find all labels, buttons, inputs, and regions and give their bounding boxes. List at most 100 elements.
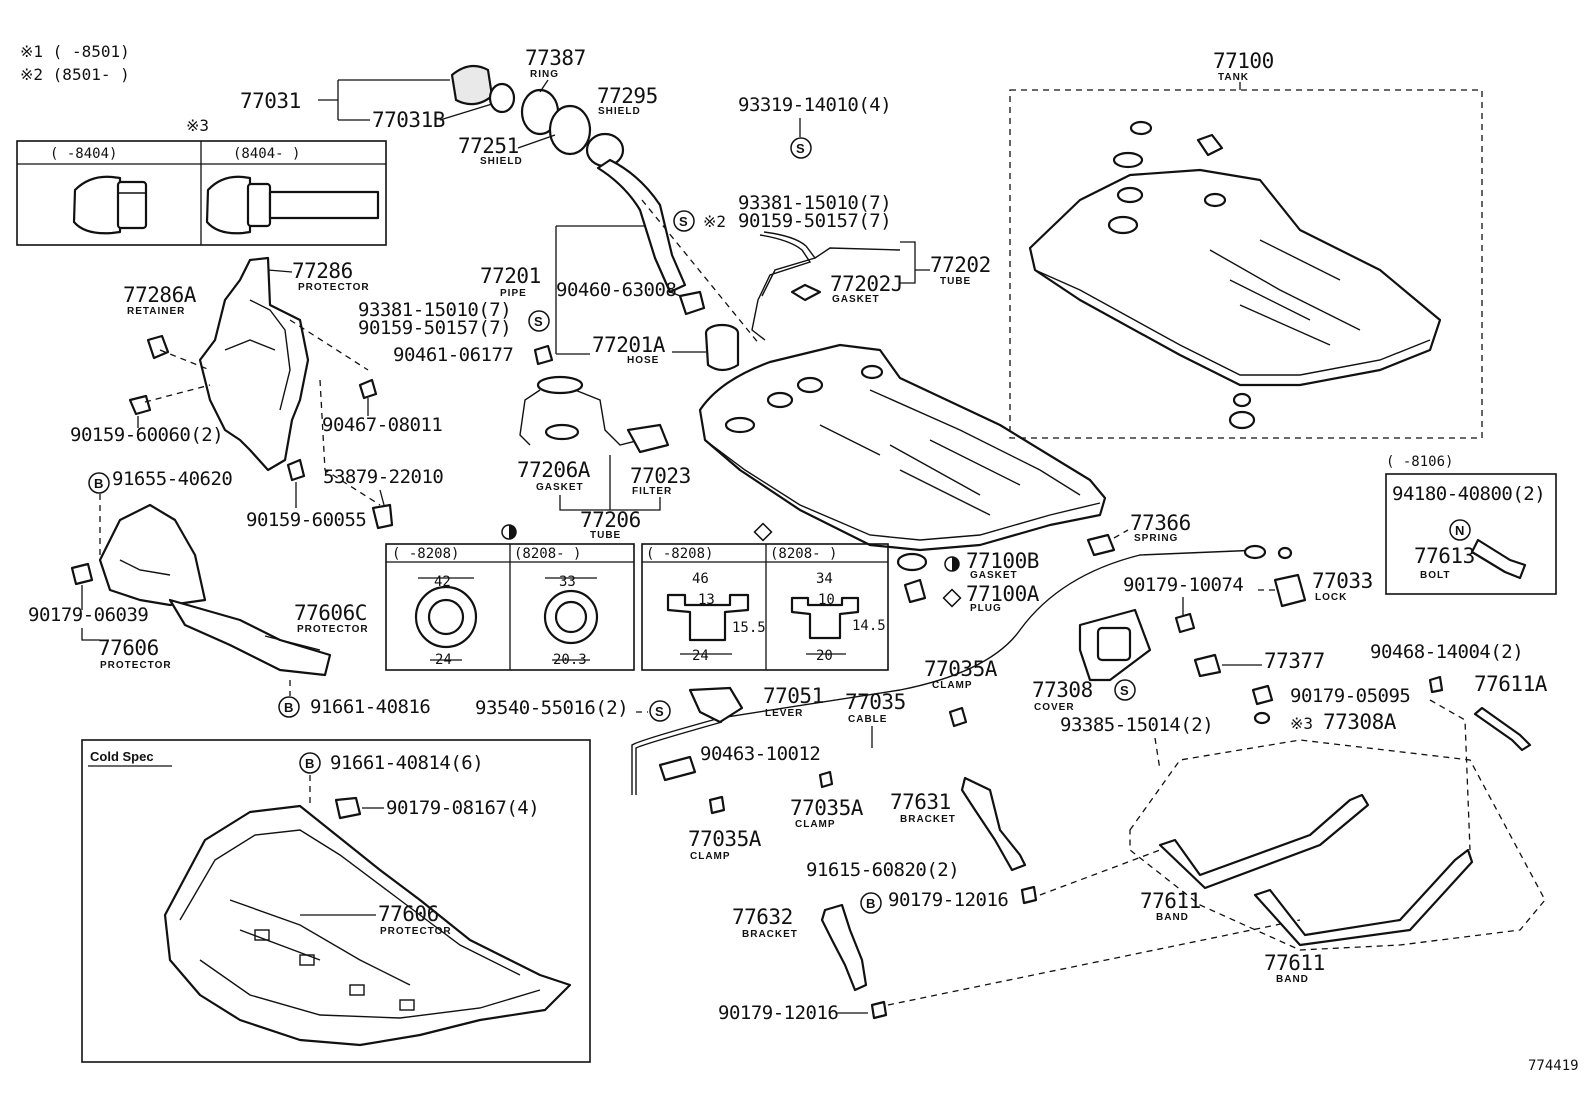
clip-90460: [678, 290, 706, 316]
dim-d-mid: 10: [818, 592, 835, 608]
retainer-77286a: [146, 334, 170, 360]
symbol-s-4: [1114, 679, 1136, 701]
protector-77606: [98, 503, 207, 607]
label-77206a-sub: GASKET: [536, 482, 584, 493]
label-77035a-1-sub: CLAMP: [932, 680, 973, 691]
filler-pipe-77201: [585, 132, 687, 294]
cold-spec-protector: [163, 804, 572, 1047]
label-77201: 77201: [480, 264, 541, 288]
symbol-s-2-text: S: [534, 314, 543, 329]
label-77033: 77033: [1312, 569, 1373, 593]
label-77286: 77286: [292, 259, 353, 283]
part-77377: [1193, 653, 1222, 678]
label-77286a-sub: RETAINER: [127, 306, 185, 317]
symbol-s-3-text: S: [796, 141, 805, 156]
inset-8106-header: ( -8106): [1386, 454, 1453, 470]
bushing-header-4: (8208- ): [770, 546, 837, 562]
part-77308a: [1253, 711, 1271, 725]
label-90159d: 90159-60055: [246, 509, 366, 531]
label-93381a: 93381-15010(7): [738, 192, 891, 214]
dim-c-mid: 13: [698, 592, 715, 608]
label-77206a: 77206A: [517, 458, 591, 482]
label-77023-sub: FILTER: [632, 486, 672, 497]
clamp-77035a-1: [948, 706, 968, 728]
label-77366: 77366: [1130, 511, 1191, 535]
label-77100: 77100: [1213, 49, 1274, 73]
label-77387: 77387: [525, 46, 586, 70]
symbol-s-1: [673, 210, 695, 232]
band-77611-b: [1253, 848, 1474, 947]
symbol-s-5: [649, 700, 671, 722]
label-77251-sub: SHIELD: [480, 156, 523, 167]
screw-90159-60060: [128, 394, 152, 416]
bushing-header-1: ( -8208): [392, 546, 459, 562]
label-77611-a-sub: BAND: [1156, 912, 1189, 923]
clip-90463: [658, 755, 697, 782]
dim-c-outer: 46: [692, 571, 709, 587]
label-91655: 91655-40620: [112, 468, 232, 490]
hose-77201a: [704, 323, 740, 372]
gasket-77202j: [790, 283, 822, 302]
symbol-b-2: [278, 696, 300, 718]
label-77201a-sub: HOSE: [627, 355, 659, 366]
inset-x3-col1: ( -8404): [50, 146, 117, 162]
dim-d-height: 14.5: [852, 618, 886, 634]
label-77023: 77023: [630, 464, 691, 488]
inset-x3-table: ( -8404) (8404- ): [16, 140, 387, 246]
bumper-icon-old: [72, 175, 148, 235]
bolt-90179-10074: [1174, 612, 1196, 634]
inset-x3-col2: (8404- ): [233, 146, 300, 162]
cold-spec-box: [81, 739, 591, 1063]
bolt-77611a: [1473, 706, 1532, 752]
figure-number: 774419: [1528, 1058, 1579, 1074]
label-90179e: 90179-12016: [718, 1002, 838, 1024]
inset-8106-sym: N: [1455, 523, 1464, 538]
spring-77366: [1086, 533, 1116, 557]
clip-53879: [371, 503, 394, 530]
clamp-90461: [533, 344, 554, 366]
bushing-header-3: ( -8208): [646, 546, 713, 562]
clamp-77035a-2: [708, 795, 726, 815]
label-77051: 77051: [763, 684, 824, 708]
label-77606: 77606: [98, 636, 159, 660]
label-77308: 77308: [1032, 678, 1093, 702]
bracket-77632: [820, 903, 868, 992]
fuel-tank-77100: [1028, 120, 1442, 430]
bolt-90179-08167: [334, 796, 362, 820]
label-77206-sub: TUBE: [590, 530, 621, 541]
label-77206: 77206: [580, 508, 641, 532]
lever-77051: [688, 686, 744, 724]
label-90179d: 90179-12016: [888, 889, 1008, 911]
label-77100a: 77100A: [966, 582, 1040, 606]
symbol-s-1-text: S: [679, 214, 688, 229]
symbol-s-5-text: S: [655, 704, 664, 719]
symbol-diamond: [753, 522, 773, 542]
label-77611-b-sub: BAND: [1276, 974, 1309, 985]
bolt-90179-05095: [1251, 684, 1274, 706]
label-77033-sub: LOCK: [1315, 592, 1347, 603]
label-77031: 77031: [240, 89, 301, 113]
cold-spec-p1: 91661-40814(6): [330, 752, 483, 774]
symbol-s-4-text: S: [1120, 683, 1129, 698]
label-90463: 90463-10012: [700, 743, 820, 765]
breather-tube-77202: [751, 231, 901, 341]
label-77611-b: 77611: [1264, 951, 1325, 975]
plug-77100a: [903, 578, 927, 604]
label-77632-sub: BRACKET: [742, 929, 798, 940]
symbol-b-1: [88, 472, 110, 494]
clip-90468: [1428, 675, 1444, 694]
symbol-b-3-text: B: [305, 756, 314, 771]
label-77202j-sub: GASKET: [832, 294, 880, 305]
filter-77023: [626, 423, 670, 454]
symbol-diamond-2: [942, 588, 962, 608]
label-77035a-2-sub: CLAMP: [690, 851, 731, 862]
symbol-b-2-text: B: [284, 700, 293, 715]
note-2: ※2 (8501- ): [20, 65, 130, 84]
inset-x3-mark: ※3: [186, 116, 209, 135]
label-93540: 93540-55016(2): [475, 697, 628, 719]
label-90179b: 90179-10074: [1123, 574, 1243, 596]
label-90159a: 90159-50157(7): [738, 210, 891, 232]
label-77295-sub: SHIELD: [598, 106, 641, 117]
dim-c-height: 15.5: [732, 620, 766, 636]
note-1: ※1 ( -8501): [20, 42, 130, 61]
